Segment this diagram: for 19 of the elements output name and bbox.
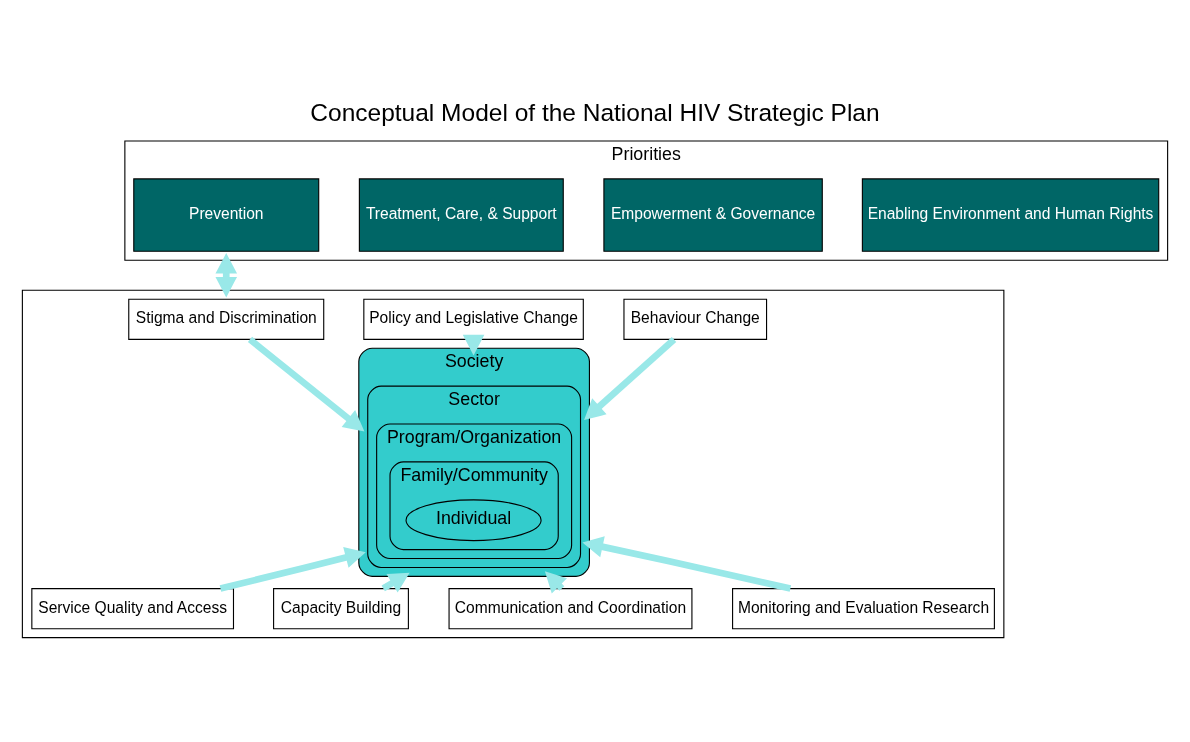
arrow	[462, 334, 485, 355]
arrow	[582, 535, 792, 592]
node-box: Service Quality and Access	[31, 587, 235, 629]
arrow	[215, 252, 238, 297]
node-box: Treatment, Care, & Support	[358, 177, 564, 252]
node-box: Capacity Building	[273, 587, 409, 629]
arrow	[219, 546, 366, 592]
node-box: Prevention	[133, 177, 320, 252]
arrow	[584, 336, 677, 420]
node-box: Behaviour Change	[623, 298, 768, 340]
node-box: Monitoring and Evaluation Research	[732, 587, 995, 629]
node-box: Empowerment & Governance	[603, 177, 823, 252]
node-box: Enabling Environment and Human Rights	[861, 177, 1160, 252]
node-box: Stigma and Discrimination	[128, 298, 325, 340]
diagram-title: Conceptual Model of the National HIV Strategic Plan	[310, 98, 880, 126]
arrow	[247, 336, 365, 431]
node-box: Communication and Coordination	[448, 587, 693, 629]
cluster	[21, 289, 1005, 638]
node-ellipse: Individual	[405, 498, 542, 541]
